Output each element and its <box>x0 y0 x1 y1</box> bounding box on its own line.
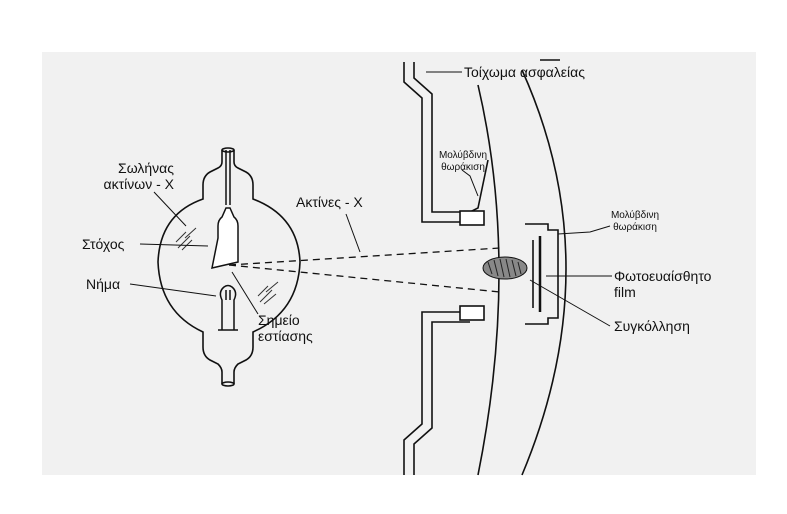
xrays-label: Ακτίνες - Χ <box>296 194 363 210</box>
xray-tube <box>157 147 301 387</box>
weld-label: Συγκόλληση <box>614 318 690 334</box>
focal-point-label: Σημείο εστίασης <box>258 312 313 344</box>
scanned-figure-background <box>42 52 756 475</box>
filament <box>218 284 238 331</box>
lead-shield-wall-line-1: Μολύβδινη <box>438 150 488 161</box>
xray-tube-line-1: Σωλήνας <box>118 160 174 176</box>
xray-beam <box>228 247 501 293</box>
lead-shield-film-label: Μολύβδινη θωράκιση <box>600 210 670 234</box>
tube-shading <box>175 227 279 305</box>
leader-lines <box>129 71 612 327</box>
filament-label: Νήμα <box>86 276 121 292</box>
weld <box>482 256 528 280</box>
target-label: Στόχος <box>82 236 125 252</box>
film-line-2: film <box>614 284 636 300</box>
lead-shield-film-line-1: Μολύβδινη <box>610 210 660 221</box>
lead-shield-wall-line-2: θωράκιση <box>441 162 485 173</box>
focal-point-line-2: εστίασης <box>258 328 313 344</box>
xray-tube-line-2: ακτίνων - Χ <box>103 176 174 192</box>
lead-shield-wall-label: Μολύβδινη θωράκιση <box>432 150 494 174</box>
lead-shield-film-line-2: θωράκιση <box>613 222 657 233</box>
safety-wall <box>403 62 489 475</box>
film-line-1: Φωτοευαίσθητο <box>614 268 712 284</box>
xray-tube-label: Σωλήνας ακτίνων - Χ <box>92 160 174 192</box>
film-holder <box>525 223 559 325</box>
focal-point-line-1: Σημείο <box>258 312 300 328</box>
anode-target <box>211 150 239 269</box>
film-label: Φωτοευαίσθητο film <box>614 268 711 300</box>
safety-wall-label: Τοίχωμα ασφαλείας <box>464 64 585 80</box>
